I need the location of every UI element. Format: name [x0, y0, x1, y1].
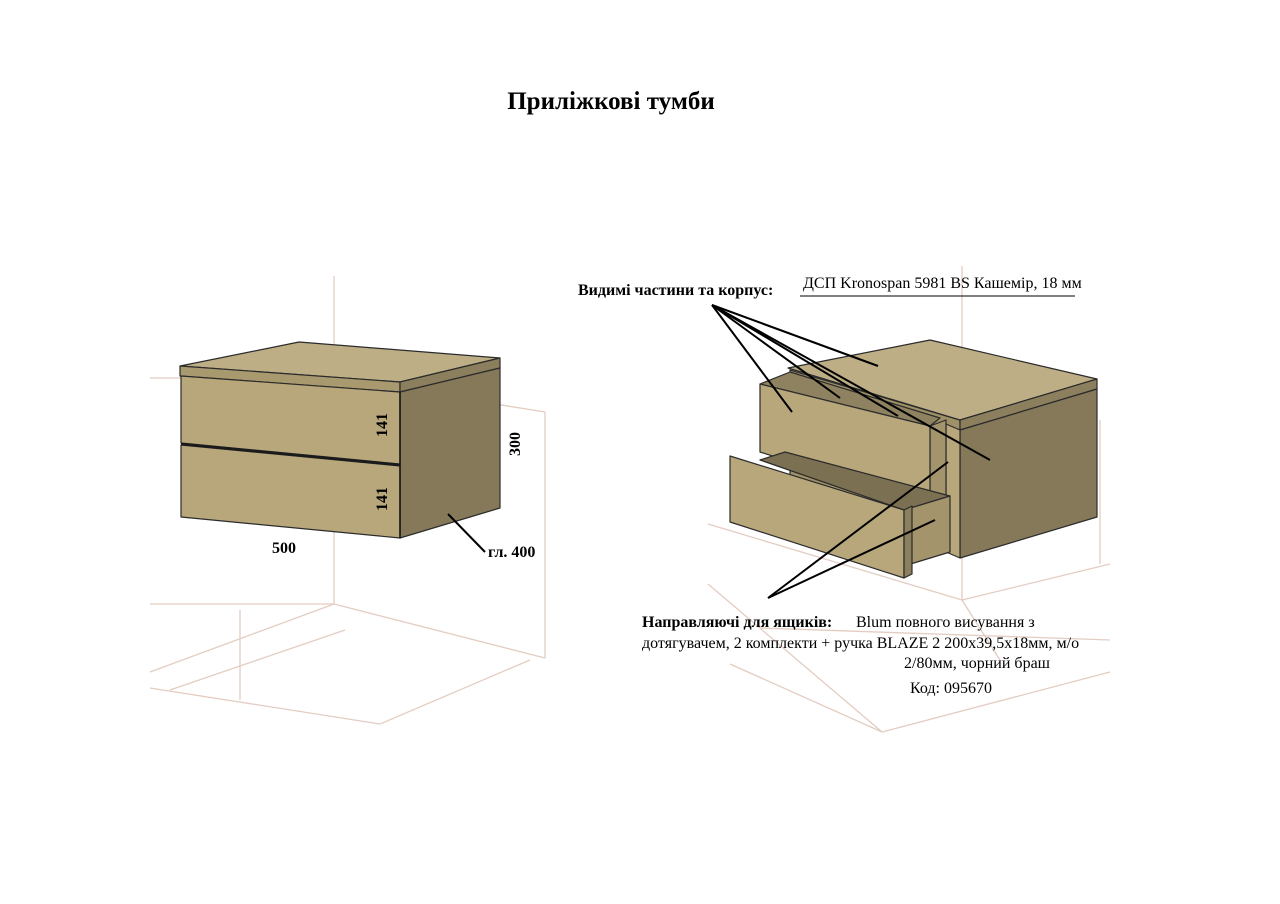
right-cabinet [729, 339, 1098, 579]
body-material-value: ДСП Kronospan 5981 BS Кашемір, 18 мм [803, 275, 1082, 292]
cabinet-width-label: 500 [272, 540, 296, 557]
left-cabinet-side [399, 367, 501, 539]
depth-leader-line [447, 513, 486, 553]
slides-value-line2: дотягувачем, 2 комплекти + ручка BLAZE 2… [642, 635, 1080, 652]
lower-drawer-front-edge [903, 505, 913, 579]
drawer-bottom-height-label: 141 [374, 487, 391, 511]
drawer-top-height-label: 141 [374, 413, 391, 437]
page-title: Приліжкові тумби [507, 88, 715, 115]
cabinet-height-label: 300 [507, 432, 524, 456]
slides-leader-lines [767, 461, 949, 599]
slides-value-line3: 2/80мм, чорний браш [904, 655, 1050, 672]
body-material-label: Видимі частини та корпус: [578, 282, 774, 299]
product-code: Код: 095670 [910, 680, 992, 697]
slides-value-line1: Blum повного висування з [856, 614, 1035, 631]
body-leader-lines [711, 295, 1075, 461]
cabinet-depth-label: гл. 400 [488, 544, 536, 561]
slides-label: Направляючі для ящиків: [642, 614, 833, 631]
left-cabinet [179, 341, 501, 539]
